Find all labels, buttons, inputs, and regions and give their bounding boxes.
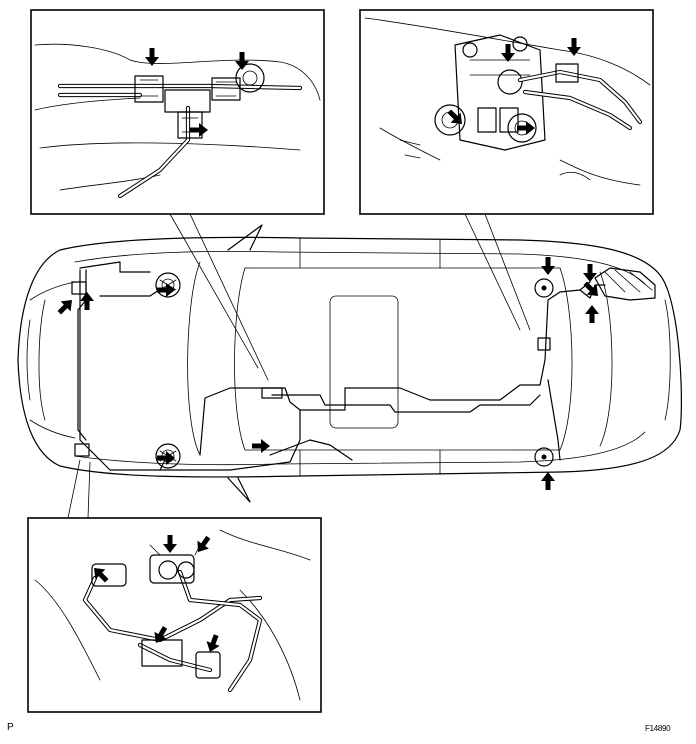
detail-view-front-clamp [30, 9, 325, 215]
page-letter: P [7, 722, 14, 733]
figure-id: F14890 [645, 724, 671, 733]
master-cylinder [71, 281, 90, 457]
clamp-arrows-car [54, 257, 603, 490]
wheel-rear-left [534, 278, 554, 298]
detail-view-master-cylinder [27, 517, 322, 713]
car-body-outline [17, 224, 682, 503]
wheel-rear-right [534, 447, 554, 467]
rear-actuator [594, 267, 656, 301]
detail-view-rear-clamp [359, 9, 654, 215]
center-clamp [261, 337, 551, 399]
brake-lines [77, 261, 606, 471]
callout-leaders [67, 213, 531, 519]
